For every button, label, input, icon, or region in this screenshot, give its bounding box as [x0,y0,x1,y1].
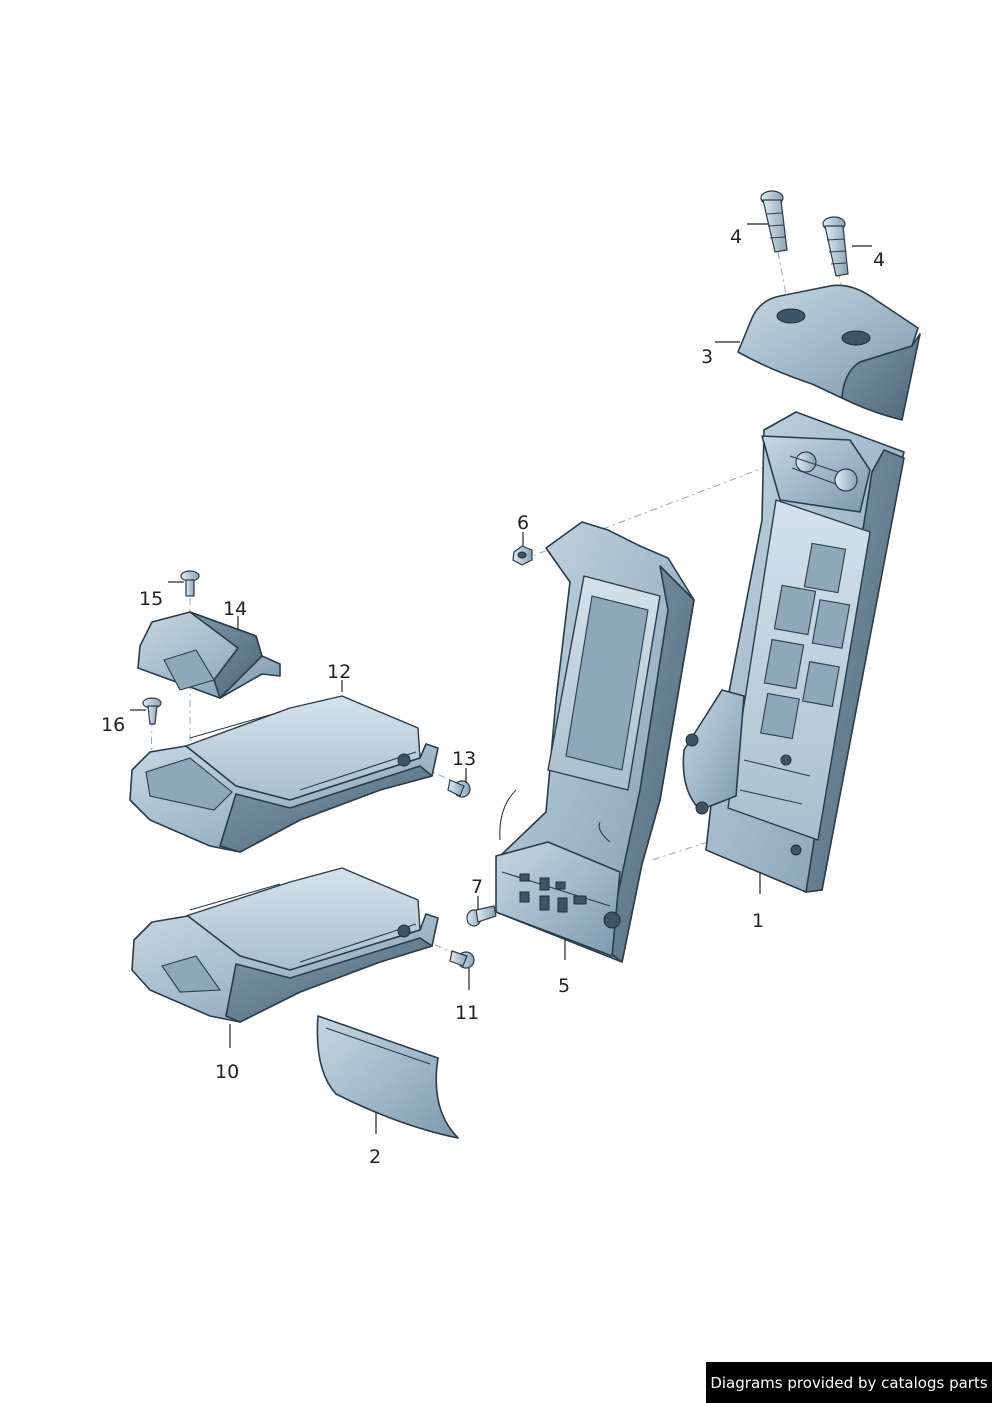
callout-13: 13 [452,748,476,770]
callout-10: 10 [215,1061,239,1083]
screw-part-16[interactable] [142,697,162,725]
screw-part-15[interactable] [180,570,200,597]
cap-part-3[interactable] [737,284,921,421]
callout-6: 6 [517,512,529,534]
callout-labels: 1 2 3 4 4 5 6 7 10 11 12 13 14 15 16 [101,226,885,1168]
trim-strip-part-2[interactable] [316,1015,459,1139]
callout-16: 16 [101,714,125,736]
armrest-part-12[interactable] [129,695,439,853]
callout-2: 2 [369,1146,381,1168]
callout-4-left: 4 [730,226,742,248]
leader-lines [130,223,872,1134]
callout-11: 11 [455,1002,479,1024]
screw-part-11[interactable] [449,950,475,969]
callout-12: 12 [327,661,351,683]
credit-watermark: Diagrams provided by catalogs parts [706,1362,992,1403]
callout-15: 15 [139,588,163,610]
callout-1: 1 [752,910,764,932]
screw-part-4-right[interactable] [822,216,849,277]
screw-part-4-left[interactable] [760,190,788,253]
side-panel-part-5[interactable] [495,521,695,963]
callout-3: 3 [701,346,713,368]
armrest-part-10[interactable] [131,867,439,1023]
callout-5: 5 [558,975,570,997]
credit-text: Diagrams provided by catalogs parts [710,1373,988,1392]
callout-7: 7 [471,876,483,898]
callout-4-right: 4 [873,249,885,271]
callout-14: 14 [223,598,247,620]
backrest-frame-part-1[interactable] [682,411,905,893]
nut-part-6[interactable] [512,545,533,566]
screw-part-7[interactable] [466,905,497,927]
screw-part-13[interactable] [447,779,471,798]
cover-part-14[interactable] [137,611,281,699]
